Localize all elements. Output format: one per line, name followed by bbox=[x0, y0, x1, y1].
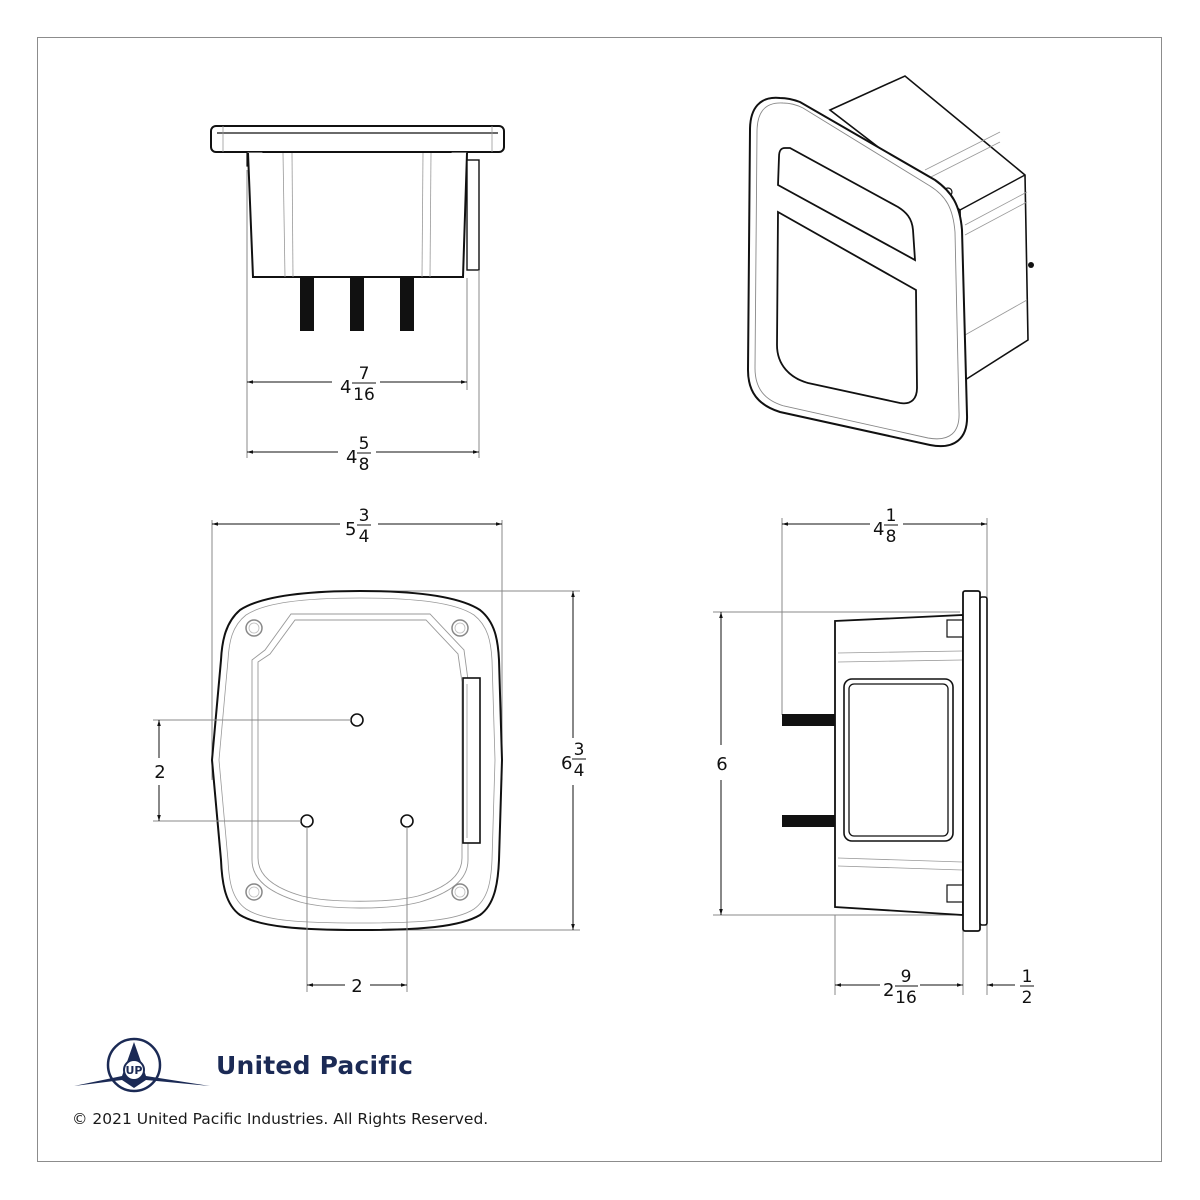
dim-whole: 4 bbox=[873, 519, 884, 540]
dim-den: 2 bbox=[1022, 988, 1033, 1008]
top-view bbox=[210, 125, 505, 458]
dim-den: 16 bbox=[895, 988, 917, 1008]
dim-den: 8 bbox=[886, 527, 897, 547]
dim-den: 16 bbox=[353, 385, 375, 405]
front-view bbox=[153, 520, 580, 992]
dim-num: 5 bbox=[359, 434, 370, 454]
dim-whole: 6 bbox=[561, 753, 572, 774]
copyright-text: © 2021 United Pacific Industries. All Ri… bbox=[72, 1110, 489, 1128]
dim-whole: 2 bbox=[154, 762, 165, 783]
dim-whole: 4 bbox=[340, 377, 351, 398]
brand-block: UP United Pacific bbox=[72, 1036, 413, 1094]
svg-text:UP: UP bbox=[126, 1064, 143, 1077]
dim-num: 1 bbox=[886, 506, 897, 526]
dim-den: 4 bbox=[359, 527, 370, 547]
dim-num: 3 bbox=[359, 506, 370, 526]
dim-whole: 2 bbox=[351, 976, 362, 997]
dim-num: 9 bbox=[901, 967, 912, 987]
dim-num: 1 bbox=[1022, 967, 1033, 987]
dim-den: 4 bbox=[574, 761, 585, 781]
brand-name: United Pacific bbox=[216, 1050, 414, 1080]
dim-den: 8 bbox=[359, 455, 370, 475]
united-pacific-logo-icon: UP bbox=[74, 1037, 210, 1093]
dim-num: 3 bbox=[574, 740, 585, 760]
dim-whole: 4 bbox=[346, 447, 357, 468]
dimension-labels: 4 7 16 4 5 8 5 3 4 6 3 4 2 2 4 1 8 6 2 9… bbox=[154, 364, 1034, 1008]
dim-whole: 6 bbox=[716, 754, 727, 775]
dim-whole: 2 bbox=[883, 980, 894, 1001]
dim-whole: 5 bbox=[345, 519, 356, 540]
side-view bbox=[713, 518, 1015, 995]
isometric-view bbox=[746, 75, 1034, 448]
drawing-sheet-border bbox=[37, 37, 1162, 1162]
dim-num: 7 bbox=[359, 364, 370, 384]
